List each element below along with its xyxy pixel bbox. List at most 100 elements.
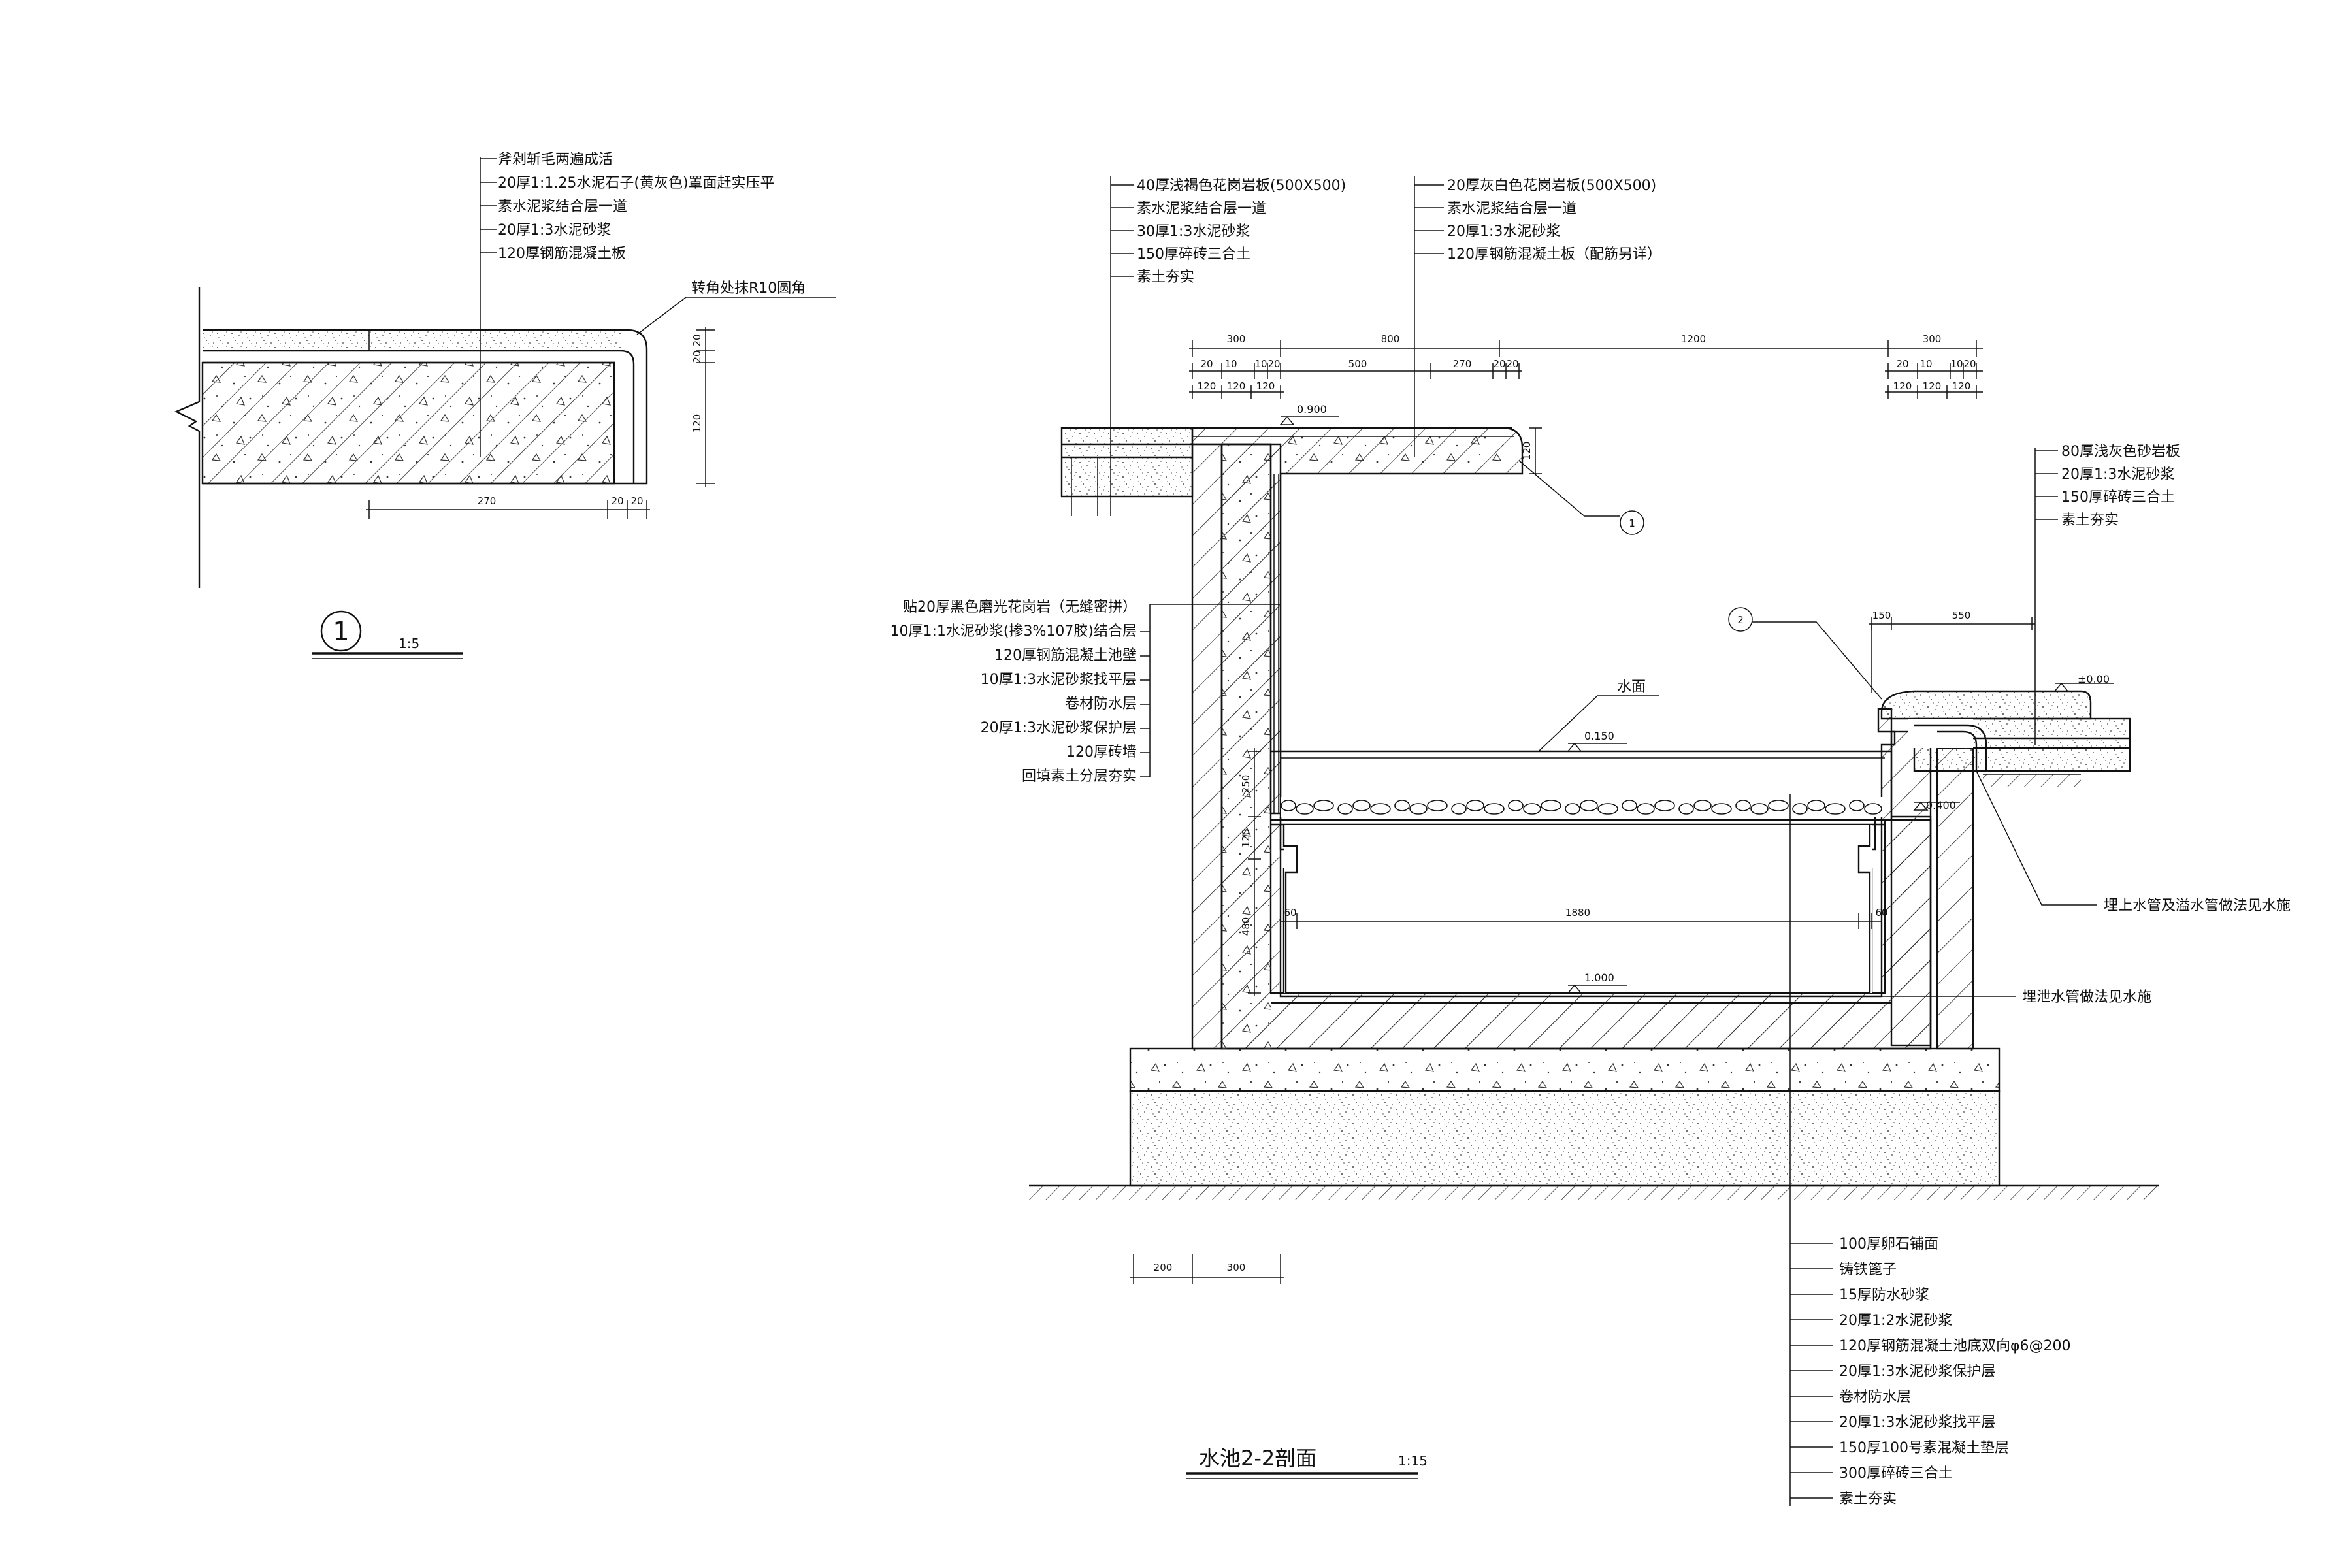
bottom-layer-6: 20厚1:3水泥砂浆保护层 <box>1839 1364 1995 1380</box>
d1-corner-note: 转角处抹R10圆角 <box>691 280 806 297</box>
pebble <box>1313 800 1334 811</box>
water-surface-label: 水面 <box>1617 679 1646 695</box>
d1-layer-5: 120厚钢筋混凝土板 <box>498 246 626 262</box>
d1-dim-b2: 20 <box>611 495 623 507</box>
svg-text:1880: 1880 <box>1565 907 1590 919</box>
pebble <box>1484 803 1505 815</box>
callout-1-number: 1 <box>1629 517 1635 529</box>
detail1-symbol-number: 1 <box>333 617 349 647</box>
detail1-scale: 1:5 <box>399 636 419 651</box>
d1-layer-1: 斧剁斩毛两遍成活 <box>498 152 613 168</box>
pebble <box>1678 803 1694 815</box>
d1-layer-3: 素水泥浆结合层一道 <box>498 199 627 215</box>
pebble <box>1637 803 1655 815</box>
tm-layer-3: 20厚1:3水泥砂浆 <box>1447 223 1560 240</box>
slab-top-layers <box>203 329 648 485</box>
bottom-layer-11: 素土夯实 <box>1839 1491 1897 1507</box>
svg-text:120: 120 <box>1923 380 1942 392</box>
top-mid-layer-ticks <box>1414 184 1444 254</box>
tl-layer-1: 40厚浅褐色花岗岩板(500X500) <box>1137 178 1346 194</box>
svg-text:120: 120 <box>1952 380 1971 392</box>
d1-dim-b1: 270 <box>478 495 497 507</box>
callout-2-circle <box>1728 607 1753 632</box>
svg-text:250: 250 <box>1240 775 1252 794</box>
pebble <box>1394 800 1410 811</box>
svg-text:10: 10 <box>1919 358 1932 370</box>
svg-text:800: 800 <box>1381 333 1400 345</box>
svg-text:10: 10 <box>1950 358 1963 370</box>
elev-0900: 0.900 <box>1279 403 1339 425</box>
pipe-note-1: 埋上水管及溢水管做法见水施 <box>2104 898 2291 914</box>
wall-layer-3: 120厚钢筋混凝土池壁 <box>994 647 1137 664</box>
r-layer-1: 80厚浅灰色砂岩板 <box>2061 444 2180 460</box>
top-dims: 300 800 1200 300 <box>1189 333 1983 357</box>
pebble <box>1541 800 1561 811</box>
svg-text:500: 500 <box>1348 358 1367 370</box>
svg-text:20: 20 <box>1896 358 1908 370</box>
svg-text:20: 20 <box>1267 358 1280 370</box>
svg-text:60: 60 <box>1875 907 1887 919</box>
bottom-layer-7: 卷材防水层 <box>1839 1389 1911 1405</box>
section-title: 水池2-2剖面 <box>1199 1446 1316 1471</box>
r-layer-2: 20厚1:3水泥砂浆 <box>2061 466 2174 483</box>
svg-text:120: 120 <box>1521 442 1533 461</box>
cap-dim: 120 <box>1521 427 1542 474</box>
pebble <box>1466 800 1484 811</box>
d1-dim-r2: 20 <box>691 350 703 363</box>
pebble <box>1523 803 1541 815</box>
tl-layer-4: 150厚碎砖三合土 <box>1137 246 1250 263</box>
svg-text:0.400: 0.400 <box>1926 799 1956 811</box>
wall-layer-5: 卷材防水层 <box>1065 696 1137 712</box>
top-left-layer-ticks <box>1111 184 1134 277</box>
svg-text:300: 300 <box>1227 1262 1246 1273</box>
pebble <box>1693 800 1712 811</box>
section-2-2: 40厚浅褐色花岗岩板(500X500) 素水泥浆结合层一道 30厚1:3水泥砂浆… <box>890 176 2291 1507</box>
wall-layer-ticks <box>1140 631 1150 777</box>
pebble <box>1735 800 1751 811</box>
svg-text:120: 120 <box>1198 380 1217 392</box>
pebble <box>1409 803 1428 815</box>
svg-text:120: 120 <box>1893 380 1912 392</box>
bottom-layer-4: 20厚1:2水泥砂浆 <box>1839 1313 1952 1329</box>
pebble <box>1807 800 1825 811</box>
svg-text:20: 20 <box>1506 358 1518 370</box>
d1-layer-4: 20厚1:3水泥砂浆 <box>498 222 611 238</box>
left-vertical-dims: 250 120 480 <box>1240 748 1261 996</box>
wall-layer-6: 20厚1:3水泥砂浆保护层 <box>981 720 1137 736</box>
pebble <box>1711 803 1732 815</box>
wall-layer-2: 10厚1:1水泥砂浆(掺3%107胶)结合层 <box>890 623 1137 640</box>
break-line <box>174 287 201 588</box>
pebble <box>1451 803 1467 815</box>
svg-text:270: 270 <box>1453 358 1472 370</box>
pebble <box>1565 803 1580 815</box>
left-paving <box>1060 427 1194 498</box>
pebble <box>1768 800 1789 811</box>
svg-text:120: 120 <box>1256 380 1275 392</box>
elev-1000: 1.000 <box>1567 972 1627 994</box>
svg-text:300: 300 <box>1227 333 1246 345</box>
third-dims: 120 120 120 120 120 120 <box>1189 380 1983 399</box>
svg-text:20: 20 <box>1200 358 1213 370</box>
pebble <box>1825 803 1846 815</box>
pebble <box>1849 800 1865 811</box>
pebble <box>1427 800 1448 811</box>
inner-dims: 60 1880 60 <box>1281 907 1888 929</box>
svg-text:300: 300 <box>1923 333 1942 345</box>
pebble <box>1281 800 1296 811</box>
svg-text:150: 150 <box>1872 610 1891 621</box>
r-layer-4: 素土夯实 <box>2061 512 2119 529</box>
pebble <box>1597 803 1618 815</box>
bottom-layer-2: 铸铁篦子 <box>1839 1262 1897 1278</box>
detail1-symbol-circle <box>320 610 362 652</box>
svg-text:550: 550 <box>1952 610 1971 621</box>
pipe-note-2: 埋泄水管做法见水施 <box>2022 989 2151 1005</box>
d1-dim-r1: 20 <box>691 334 703 346</box>
callout-2-number: 2 <box>1737 614 1744 626</box>
bottom-layer-1: 100厚卵石铺面 <box>1839 1236 1938 1252</box>
wall-layer-7: 120厚砖墙 <box>1066 744 1137 760</box>
foundation-brick-base <box>1129 1090 2001 1187</box>
svg-text:±0.00: ±0.00 <box>2078 673 2110 685</box>
pebble <box>1508 800 1524 811</box>
svg-text:20: 20 <box>1963 358 1976 370</box>
d1-layer-2: 20厚1:1.25水泥石子(黄灰色)罩面赶实压平 <box>498 175 775 191</box>
